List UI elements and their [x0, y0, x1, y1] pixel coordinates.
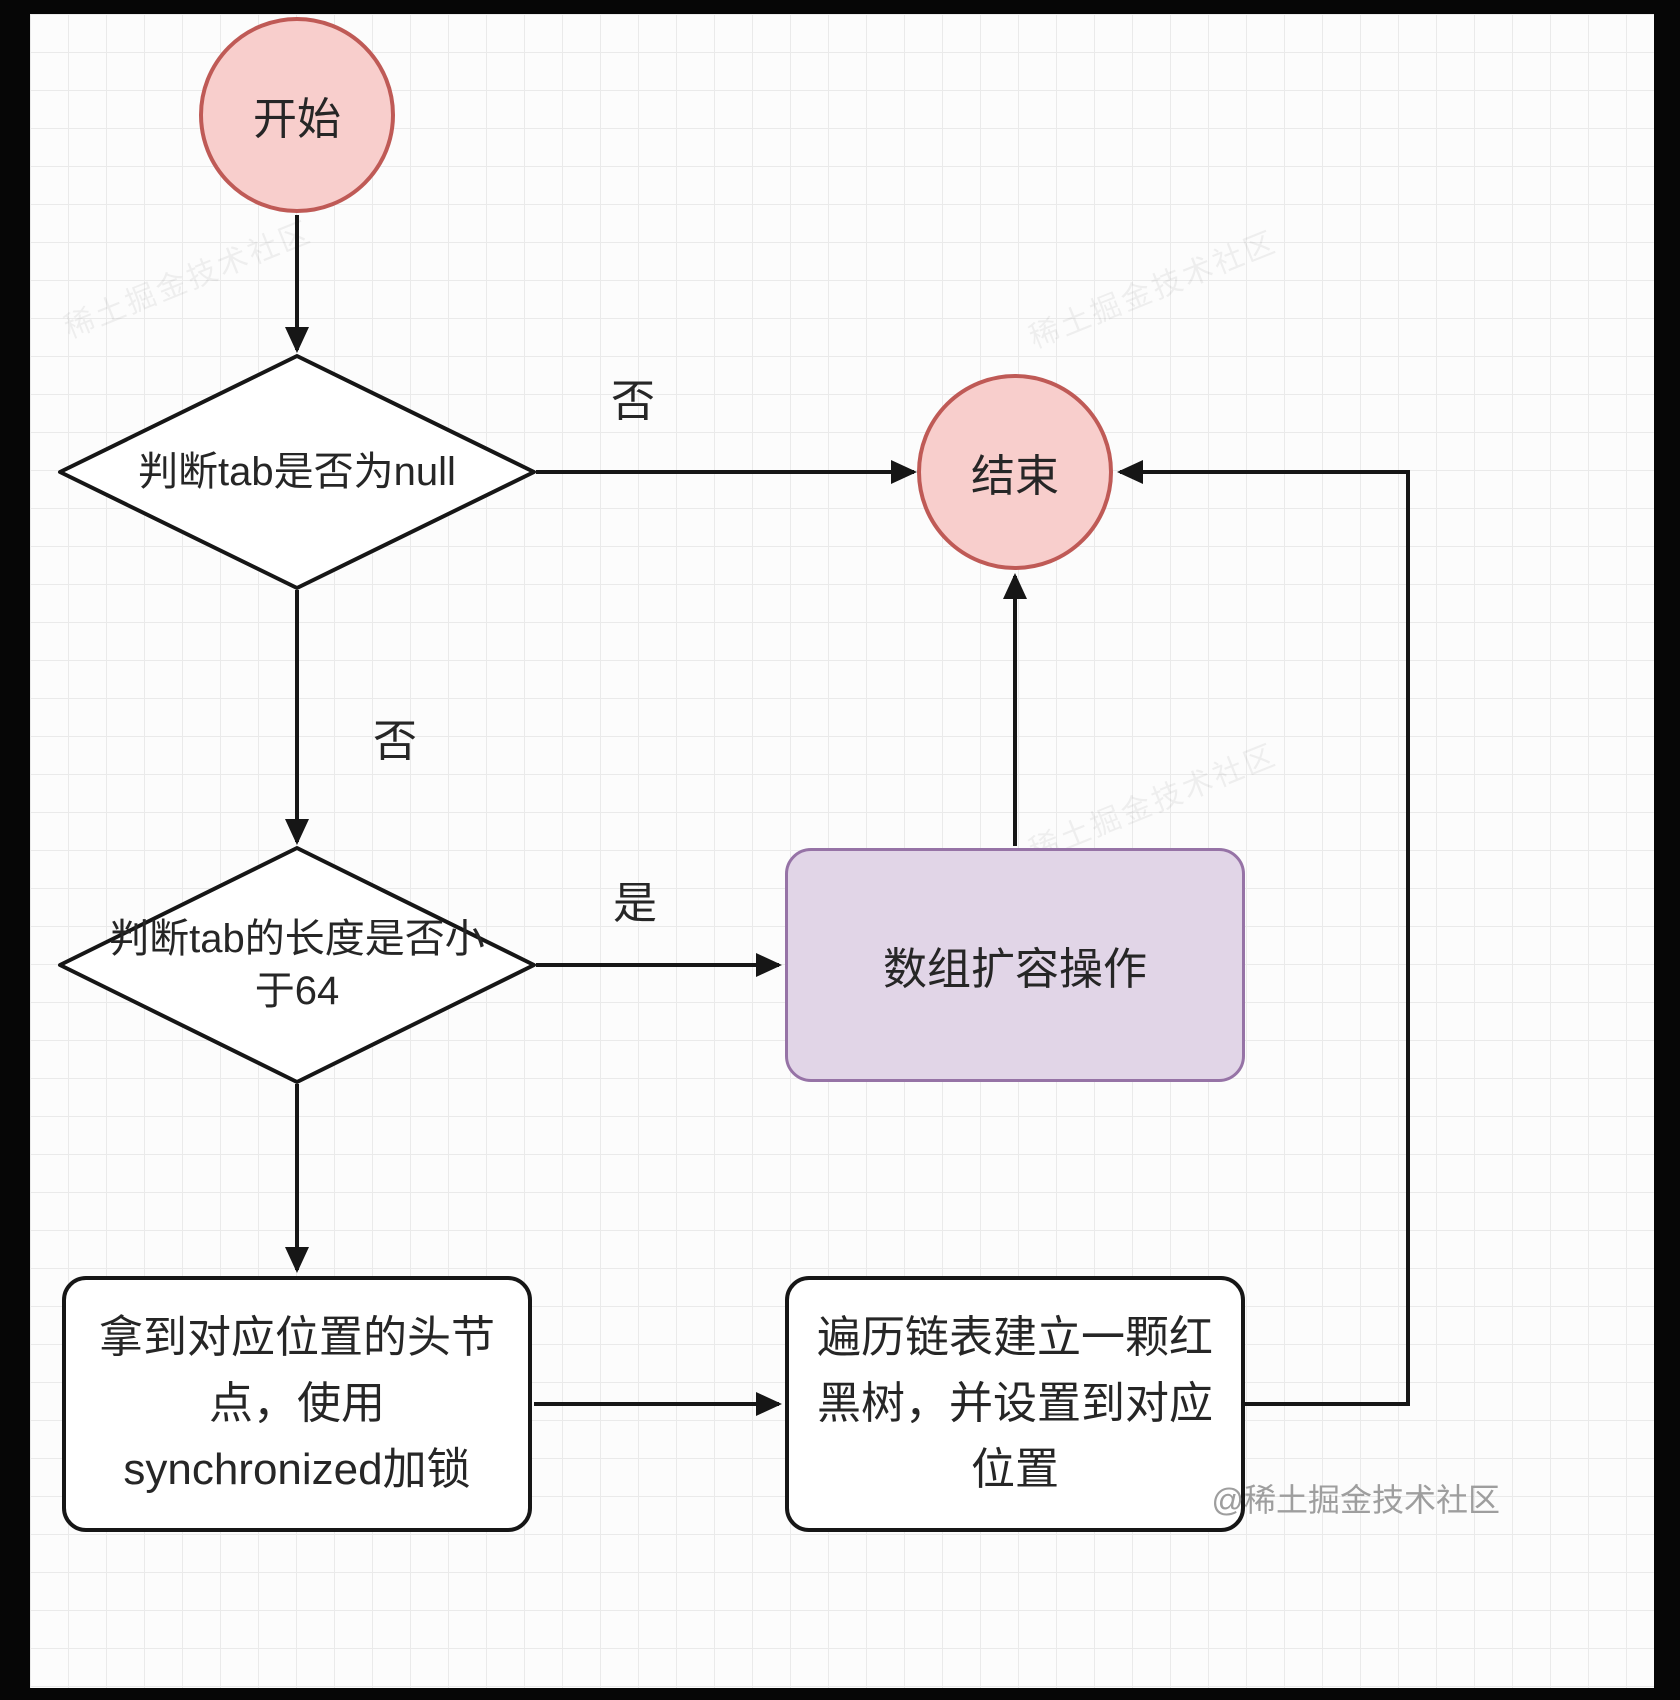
end-label: 结束	[971, 452, 1059, 501]
edge-label-yes: 是	[613, 879, 657, 928]
decision-length-label: 判断tab的长度是否小 于64	[109, 917, 485, 1013]
edge-label-no-top: 否	[611, 377, 655, 426]
start-node: 开始	[199, 17, 395, 213]
community-watermark: @稀土掘金技术社区	[1211, 1482, 1501, 1518]
edge-label-no-mid: 否	[373, 717, 417, 766]
end-node: 结束	[917, 374, 1113, 570]
start-label: 开始	[253, 95, 341, 144]
resize-node: 数组扩容操作	[785, 848, 1245, 1082]
treeify-node: 遍历链表建立一颗红 黑树，并设置到对应 位置	[785, 1276, 1245, 1532]
decision-null-label: 判断tab是否为null	[138, 450, 456, 494]
lock-node: 拿到对应位置的头节 点，使用 synchronized加锁	[62, 1276, 532, 1532]
